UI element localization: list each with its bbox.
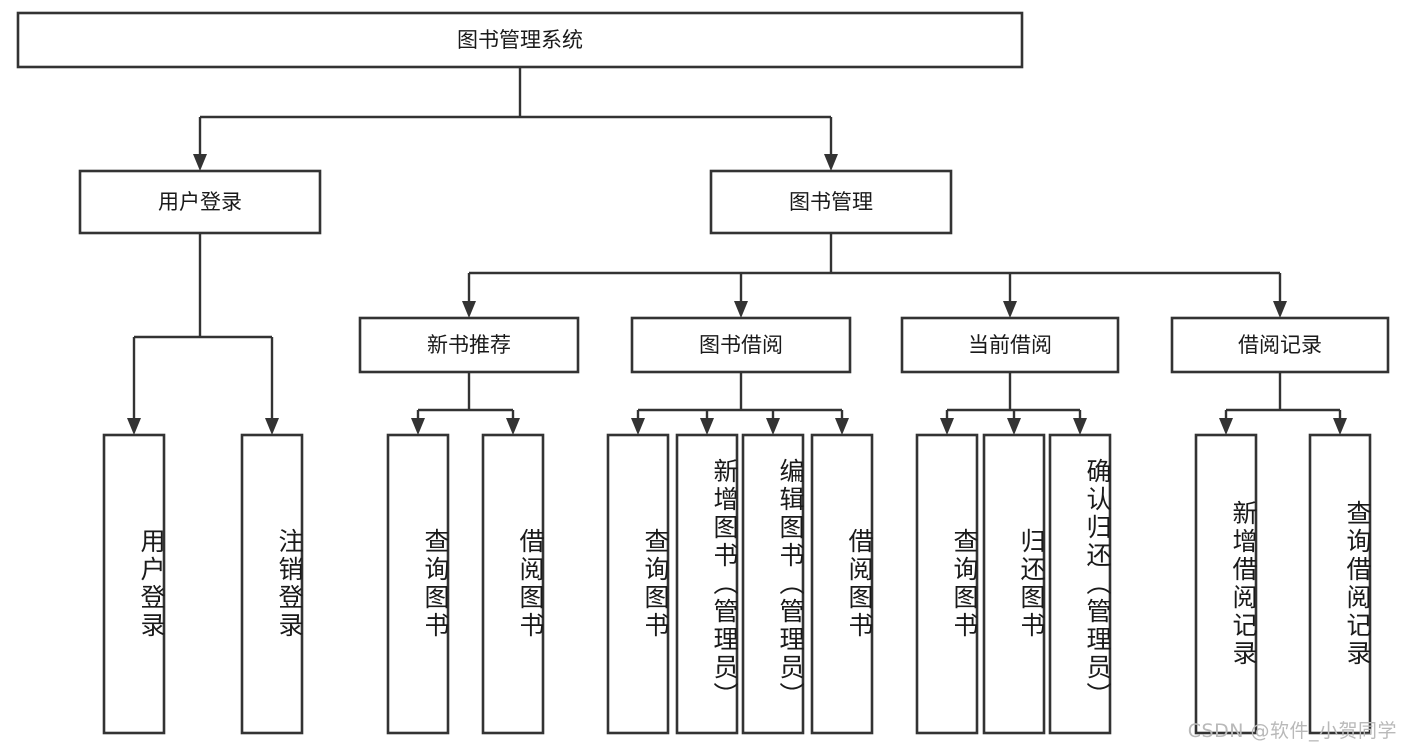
node-book-borrow-box[interactable] [630, 316, 852, 374]
node-leaf-query-book-3[interactable] [915, 433, 979, 735]
node-leaf-user-logout-box[interactable] [240, 433, 304, 735]
arrow-head-icon [1007, 418, 1021, 435]
node-user-login-label: 用户登录 [158, 190, 242, 214]
node-borrow-record-label: 借阅记录 [1238, 333, 1322, 357]
node-leaf-edit-book[interactable] [741, 433, 805, 735]
arrow-head-icon [1073, 418, 1087, 435]
node-leaf-add-record[interactable] [1194, 433, 1258, 735]
node-book-manage[interactable]: 图书管理 [709, 169, 953, 235]
node-book-manage-label: 图书管理 [789, 190, 873, 214]
arrow-head-icon [631, 418, 645, 435]
connector-layer [127, 67, 1347, 435]
node-leaf-confirm-return[interactable] [1048, 433, 1112, 735]
node-book-borrow-label: 图书借阅 [699, 333, 783, 357]
arrow-head-icon [766, 418, 780, 435]
node-leaf-query-book-1-box[interactable] [386, 433, 450, 735]
node-leaf-query-record[interactable] [1308, 433, 1372, 735]
node-leaf-edit-book-box[interactable] [741, 433, 805, 735]
arrow-head-icon [700, 418, 714, 435]
node-book-management-system-label: 图书管理系统 [457, 28, 583, 52]
arrow-head-icon [506, 418, 520, 435]
node-book-management-system-box[interactable] [16, 11, 1024, 69]
node-leaf-add-book-box[interactable] [675, 433, 739, 735]
arrow-head-icon [1003, 301, 1017, 318]
node-leaf-add-book[interactable] [675, 433, 739, 735]
node-leaf-query-record-box[interactable] [1308, 433, 1372, 735]
node-new-book-recommend-box[interactable] [358, 316, 580, 374]
node-current-borrow-label: 当前借阅 [968, 333, 1052, 357]
node-leaf-user-login[interactable] [102, 433, 166, 735]
node-leaf-query-book-2-box[interactable] [606, 433, 670, 735]
node-book-management-system[interactable]: 图书管理系统 [16, 11, 1024, 69]
node-book-manage-box[interactable] [709, 169, 953, 235]
arrow-head-icon [1333, 418, 1347, 435]
node-leaf-user-logout[interactable] [240, 433, 304, 735]
arrow-head-icon [940, 418, 954, 435]
node-current-borrow-box[interactable] [900, 316, 1120, 374]
arrow-head-icon [193, 154, 207, 171]
node-leaf-query-book-3-box[interactable] [915, 433, 979, 735]
arrow-head-icon [734, 301, 748, 318]
node-borrow-record-box[interactable] [1170, 316, 1390, 374]
node-leaf-borrow-book-1[interactable] [481, 433, 545, 735]
arrow-head-icon [411, 418, 425, 435]
arrow-head-icon [127, 418, 141, 435]
node-leaf-add-record-box[interactable] [1194, 433, 1258, 735]
arrow-head-icon [1219, 418, 1233, 435]
node-user-login-box[interactable] [78, 169, 322, 235]
node-new-book-recommend-label: 新书推荐 [427, 333, 511, 357]
arrow-head-icon [1273, 301, 1287, 318]
node-leaf-user-login-box[interactable] [102, 433, 166, 735]
node-leaf-borrow-book-2-box[interactable] [810, 433, 874, 735]
node-leaf-confirm-return-box[interactable] [1048, 433, 1112, 735]
node-book-borrow[interactable]: 图书借阅 [630, 316, 852, 374]
node-leaf-borrow-book-2[interactable] [810, 433, 874, 735]
node-leaf-borrow-book-1-box[interactable] [481, 433, 545, 735]
node-leaf-query-book-1[interactable] [386, 433, 450, 735]
watermark-text: CSDN @软件_小贺同学 [1187, 720, 1397, 742]
node-borrow-record[interactable]: 借阅记录 [1170, 316, 1390, 374]
arrow-head-icon [824, 154, 838, 171]
node-leaf-return-book[interactable] [982, 433, 1046, 735]
node-user-login[interactable]: 用户登录 [78, 169, 322, 235]
node-leaf-query-book-2[interactable] [606, 433, 670, 735]
node-leaf-return-book-box[interactable] [982, 433, 1046, 735]
arrow-head-icon [462, 301, 476, 318]
arrow-head-icon [835, 418, 849, 435]
arrow-head-icon [265, 418, 279, 435]
node-current-borrow[interactable]: 当前借阅 [900, 316, 1120, 374]
node-new-book-recommend[interactable]: 新书推荐 [358, 316, 580, 374]
